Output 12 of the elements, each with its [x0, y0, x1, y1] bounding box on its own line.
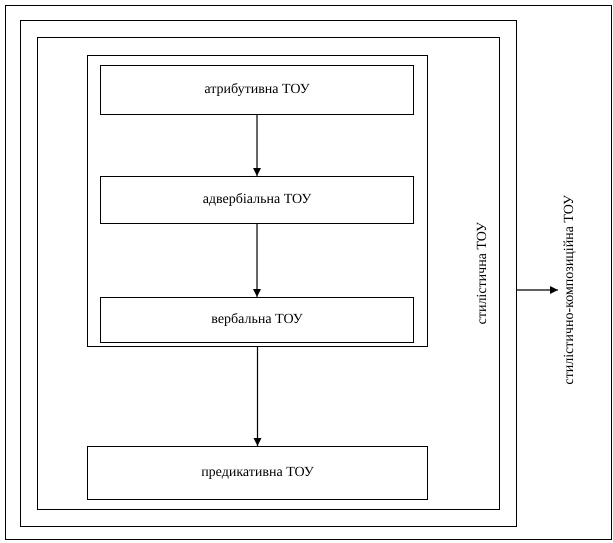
- text-box: предикативна ТОУ: [87, 446, 428, 500]
- arrow: [253, 224, 261, 297]
- text-box: атрибутивна ТОУ: [100, 65, 414, 115]
- frame-box: [87, 55, 428, 347]
- arrow: [517, 286, 558, 294]
- text-box: вербальна ТОУ: [100, 297, 414, 343]
- text-box: адвербіальна ТОУ: [100, 176, 414, 224]
- frame-box: [5, 5, 612, 540]
- side-label: стилістично-композиційна ТОУ: [562, 195, 578, 385]
- side-label: стилістична ТОУ: [475, 222, 492, 325]
- arrow: [254, 347, 262, 446]
- arrow: [253, 115, 261, 176]
